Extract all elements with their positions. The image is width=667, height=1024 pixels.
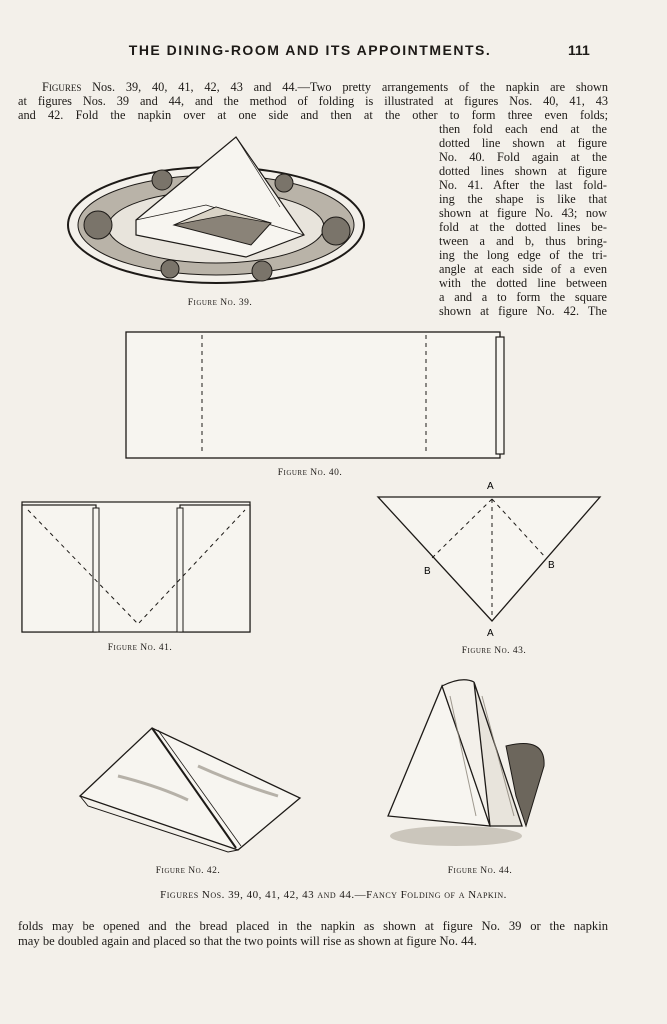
intro-line-2: at figures Nos. 39 and 44, and the metho… xyxy=(18,94,608,108)
figure-40-illustration xyxy=(125,331,505,459)
figure-39-caption: Figure No. 39. xyxy=(187,298,253,308)
figure-42-caption: Figure No. 42. xyxy=(155,866,221,876)
figure-41-caption: Figure No. 41. xyxy=(107,643,173,653)
main-figure-caption: Figures Nos. 39, 40, 41, 42, 43 and 44.—… xyxy=(160,889,507,901)
column-line: ing the shape is like that xyxy=(439,192,607,206)
intro-line-1-text: Nos. 39, 40, 41, 42, 43 and 44.—Two pret… xyxy=(92,80,608,94)
column-line: shown at figure No. 43; now xyxy=(439,206,607,220)
column-line: ing the long edge of the tri- xyxy=(439,248,607,262)
column-line: shown at figure No. 42. The xyxy=(439,304,607,318)
column-line: No. 41. After the last fold- xyxy=(439,178,607,192)
intro-line-3: and 42. Fold the napkin over at one side… xyxy=(18,108,608,122)
column-line: then fold each end at the xyxy=(439,122,607,136)
column-line: fold at the dotted lines be- xyxy=(439,220,607,234)
column-line: angle at each side of a even xyxy=(439,262,607,276)
column-line: dotted line shown at figure xyxy=(439,136,607,150)
figure-43-caption: Figure No. 43. xyxy=(461,646,527,656)
intro-lead: Figures xyxy=(42,80,82,94)
column-line: No. 40. Fold again at the xyxy=(439,150,607,164)
intro-line-1: Figures Nos. 39, 40, 41, 42, 43 and 44.—… xyxy=(42,80,608,94)
column-line: tween a and b, thus bring- xyxy=(439,234,607,248)
figure-40-caption: Figure No. 40. xyxy=(277,468,343,478)
column-line: a and a to form the square xyxy=(439,290,607,304)
figure-44-illustration xyxy=(387,679,545,846)
figure-42-illustration xyxy=(78,727,302,853)
column-line: dotted lines shown at figure xyxy=(439,164,607,178)
running-title: THE DINING-ROOM AND ITS APPOINTMENTS. xyxy=(128,42,492,58)
closing-line-1: folds may be opened and the bread placed… xyxy=(18,919,608,933)
figure-43-label-top: A xyxy=(487,481,494,492)
figure-43-label-bottom: A xyxy=(487,628,494,639)
closing-line-2: may be doubled again and placed so that … xyxy=(18,934,477,948)
page-number: 111 xyxy=(568,42,590,58)
figure-41-illustration xyxy=(21,501,251,633)
figure-44-caption: Figure No. 44. xyxy=(447,866,513,876)
figure-43-illustration: A A B B xyxy=(376,481,602,639)
figure-43-label-left: B xyxy=(424,566,431,577)
figure-39-illustration xyxy=(67,136,365,284)
figure-43-label-right: B xyxy=(548,560,555,571)
column-line: with the dotted line between xyxy=(439,276,607,290)
